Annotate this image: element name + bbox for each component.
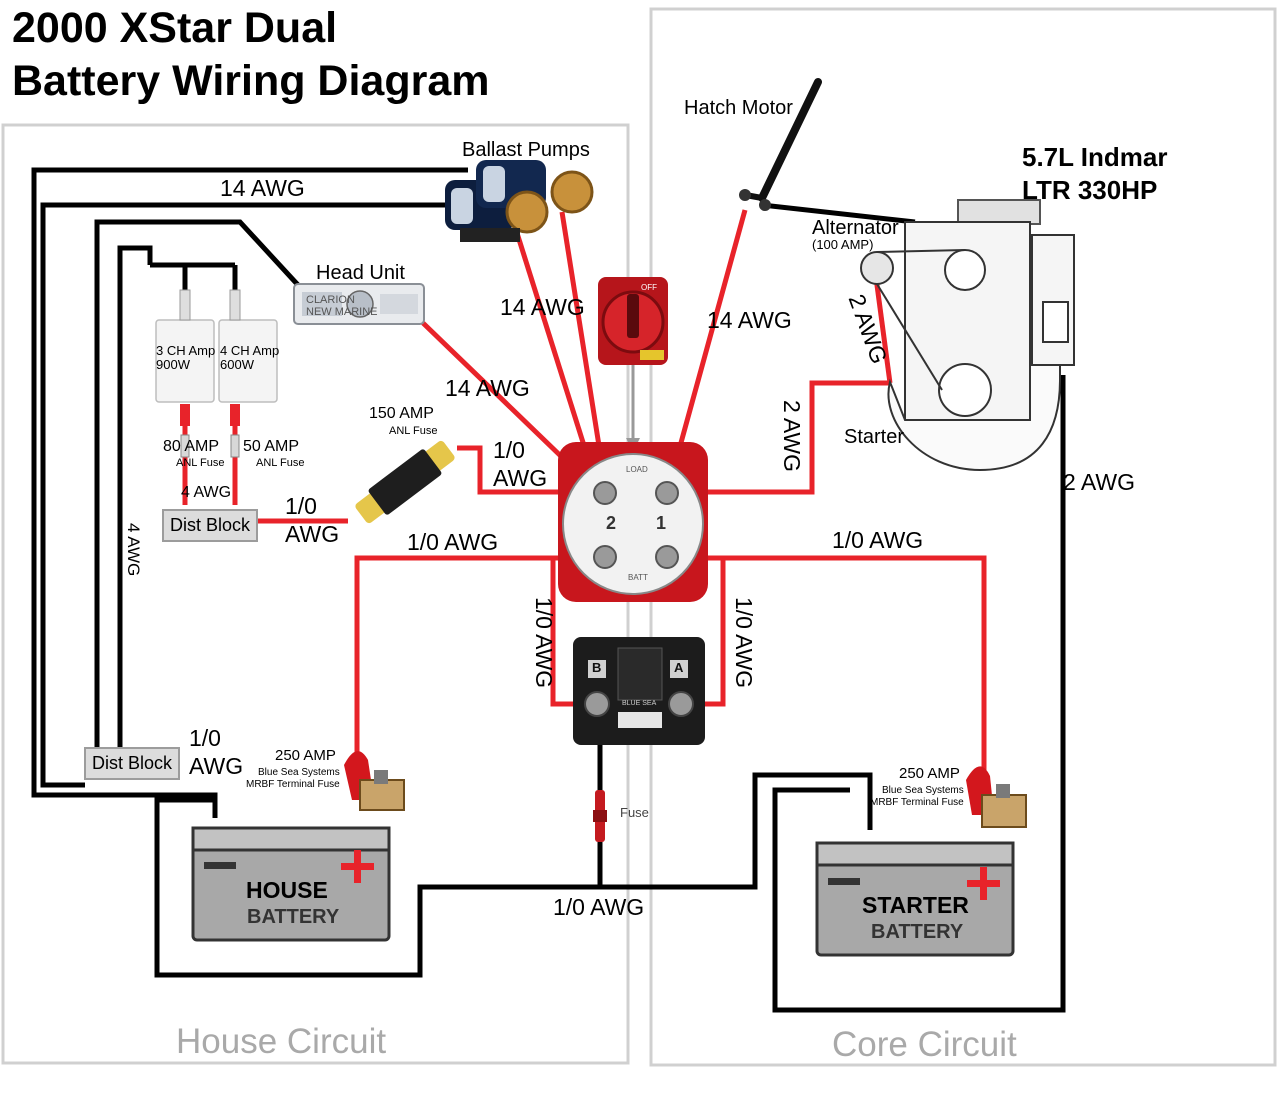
- hatch-14awg-label: 14 AWG: [707, 307, 792, 333]
- house-battery-ground-wire: [154, 772, 873, 978]
- mrbf-house-fuse-image: [344, 751, 405, 811]
- acr-left-label: 1/0 AWG: [531, 597, 557, 689]
- acr-image: [573, 637, 705, 745]
- switch-load-label: LOAD: [626, 465, 648, 474]
- dist-house-num: 1/0: [189, 725, 221, 751]
- house-feed-4awg-label: 4 AWG: [124, 523, 143, 577]
- amps-4awg-label: 4 AWG: [181, 484, 232, 501]
- starter-battery-label-line2: BATTERY: [871, 921, 964, 943]
- acr-a-label: A: [674, 660, 684, 675]
- dist-house-unit: AWG: [189, 753, 244, 779]
- ballast-pumps-label: Ballast Pumps: [462, 139, 590, 161]
- engine-ground-2awg-label: 2 AWG: [1063, 469, 1135, 495]
- starter-ground-wire: [772, 375, 1066, 1013]
- batt2-feed-label: 1/0 AWG: [407, 529, 499, 555]
- fuse-to-switch-unit: AWG: [493, 465, 548, 491]
- fuse50-label-line1: 50 AMP: [243, 438, 300, 455]
- house-battery-label-line1: HOUSE: [246, 877, 328, 903]
- starter-battery-image: [815, 841, 1015, 957]
- mrbf-starter-line2: Blue Sea Systems: [882, 785, 964, 796]
- mrbf-starter-fuse-image: [966, 766, 1027, 828]
- engine-label-line2: LTR 330HP: [1022, 175, 1158, 205]
- amp4-label-line2: 600W: [220, 357, 254, 372]
- starter-label: Starter: [844, 426, 905, 448]
- head-unit-14awg-label: 14 AWG: [445, 375, 530, 401]
- dist-block-bottom: Dist Block: [84, 747, 181, 780]
- ballast-pumps-image: [445, 160, 594, 242]
- dist-to-fuse-unit: AWG: [285, 521, 340, 547]
- core-circuit-label: Core Circuit: [832, 1025, 1017, 1064]
- engine-image: [860, 199, 1075, 472]
- amp-ground-wire-top: [150, 262, 188, 290]
- hatch-ground-wire: [761, 202, 916, 225]
- fuse80-label-line1: 80 AMP: [163, 438, 220, 455]
- off-switch-image: [598, 277, 668, 365]
- mrbf-starter-line3: MRBF Terminal Fuse: [870, 797, 964, 808]
- hatch-motor-label: Hatch Motor: [684, 97, 793, 119]
- house-circuit-label: House Circuit: [176, 1022, 387, 1061]
- dist-block-top: Dist Block: [162, 509, 259, 542]
- acr-brand-label: BLUE SEA: [622, 700, 657, 707]
- mrbf-house-line1: 250 AMP: [275, 747, 336, 764]
- starter-battery-label-line1: STARTER: [862, 892, 969, 918]
- starter-2awg-label: 2 AWG: [779, 400, 805, 472]
- house-battery-label-line2: BATTERY: [247, 906, 340, 928]
- ground-bus-label: 1/0 AWG: [553, 894, 645, 920]
- dist-to-fuse-num: 1/0: [285, 493, 317, 519]
- inline-fuse-image: [593, 790, 607, 842]
- mrbf-starter-line1: 250 AMP: [899, 765, 960, 782]
- mrbf-house-line2: Blue Sea Systems: [258, 767, 340, 778]
- amp4-label-line1: 4 CH Amp: [220, 343, 280, 358]
- amp3-label-line2: 900W: [156, 357, 190, 372]
- battery-switch-image: [558, 442, 708, 602]
- head-unit-model: NEW MARINE: [306, 306, 378, 318]
- anl-fuse-150-image: [355, 440, 455, 524]
- amp3-label-line1: 3 CH Amp: [156, 343, 216, 358]
- diagram-title-line2: Battery Wiring Diagram: [12, 57, 490, 105]
- ballast-ground-wire-2: [40, 202, 460, 788]
- fuse-to-switch-num: 1/0: [493, 437, 525, 463]
- batt1-feed-label: 1/0 AWG: [832, 527, 924, 553]
- house-battery-image: [191, 826, 391, 942]
- fuse50-label-line2: ANL Fuse: [256, 457, 305, 469]
- head-unit-image: [293, 283, 425, 325]
- inline-fuse-label: Fuse: [620, 805, 649, 820]
- head-unit-label: Head Unit: [316, 262, 405, 284]
- off-switch-label: OFF: [641, 283, 657, 292]
- amp-ground-wire: [117, 245, 153, 760]
- ballast-ground-wire: [31, 167, 468, 818]
- alternator-label: Alternator: [812, 217, 899, 239]
- switch-pos1-label: 1: [656, 513, 667, 533]
- switch-pos2-label: 2: [606, 513, 617, 533]
- alternator-positive-wire: [872, 269, 893, 384]
- diagram-title-line1: 2000 XStar Dual: [12, 4, 338, 52]
- acr-b-label: B: [592, 660, 602, 675]
- mrbf-house-line3: MRBF Terminal Fuse: [246, 779, 340, 790]
- switch-batt-label: BATT: [628, 573, 648, 582]
- fuse150-positive-wire: [457, 445, 600, 495]
- batt1-feed-wire: [668, 555, 987, 770]
- starter-positive-wire: [668, 380, 890, 495]
- amplifiers-image: [155, 289, 278, 458]
- head-unit-brand: CLARION: [306, 294, 355, 306]
- house-14awg-label: 14 AWG: [220, 175, 305, 201]
- fuse150-label-line2: ANL Fuse: [389, 425, 438, 437]
- fuse80-label-line2: ANL Fuse: [176, 457, 225, 469]
- engine-label-line1: 5.7L Indmar: [1022, 142, 1168, 172]
- alternator-rating-label: (100 AMP): [812, 237, 874, 252]
- hatch-motor-image: [739, 78, 822, 211]
- batt2-feed-wire: [354, 555, 600, 760]
- ballast-14awg-label: 14 AWG: [500, 294, 585, 320]
- fuse150-label-line1: 150 AMP: [369, 405, 434, 422]
- acr-right-label: 1/0 AWG: [731, 597, 757, 689]
